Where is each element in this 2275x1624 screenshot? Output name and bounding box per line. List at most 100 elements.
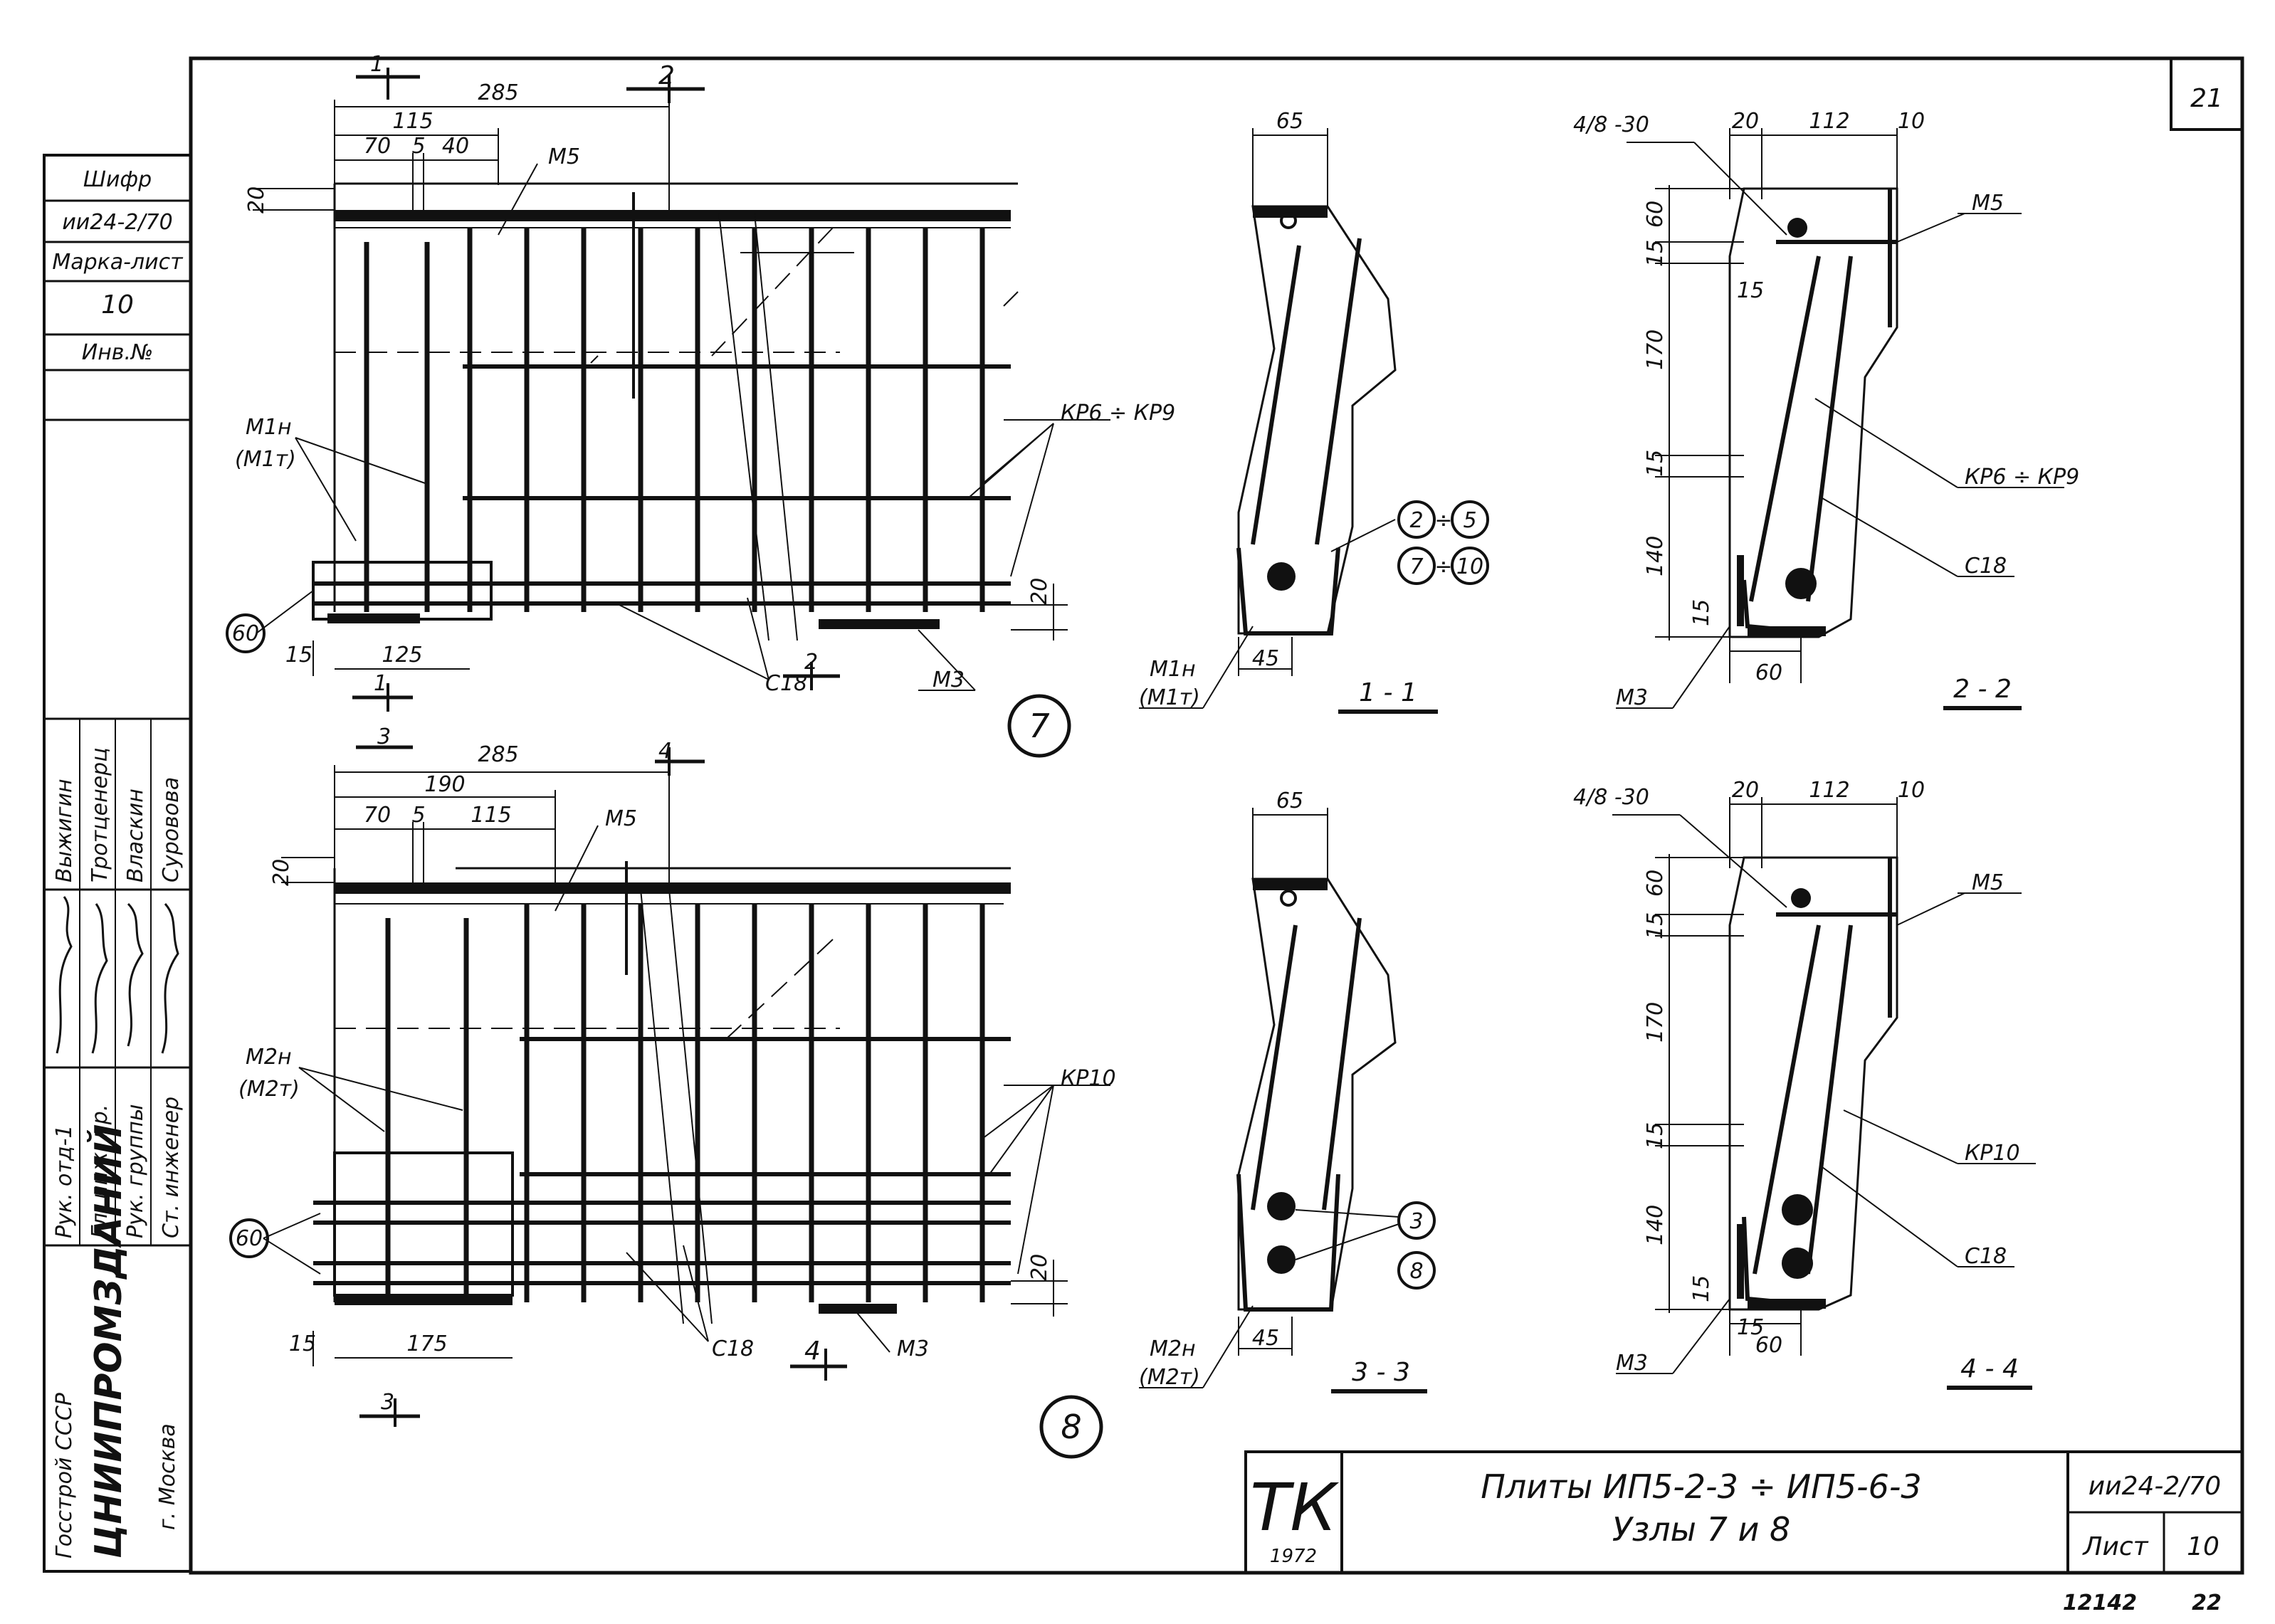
role-1: Рук. отд-1 <box>52 1124 77 1238</box>
section-2-2 <box>1616 128 2064 710</box>
node7-label-m3: М3 <box>932 668 965 692</box>
section-2-2-dim-140: 140 <box>1643 536 1668 576</box>
node7-label-60: 60 <box>232 621 259 646</box>
inv-label: Инв.№ <box>82 340 153 365</box>
node8-callout-60 <box>229 1218 269 1258</box>
section-3-3-label-m2: М2н <box>1150 1336 1196 1361</box>
section-4-4-label-m3: М3 <box>1616 1351 1648 1376</box>
section-2-2-dim-112: 112 <box>1809 109 1849 134</box>
section-1-1-title: 1 - 1 <box>1359 678 1417 707</box>
node8-label-kp: КР10 <box>1061 1066 1116 1091</box>
section-4-4-dim-15a: 15 <box>1643 912 1668 939</box>
node7-label-m1: М1н <box>246 415 292 440</box>
cipher-label: Шифр <box>83 167 152 192</box>
node7-cut-1-top: 1 <box>370 52 384 77</box>
node8-stirrups <box>385 904 985 1302</box>
node8-dim-5: 5 <box>411 803 425 828</box>
section-2-2-dim-10: 10 <box>1898 109 1925 134</box>
node7-dim-115: 115 <box>392 109 433 134</box>
node8-label-m3: М3 <box>897 1336 929 1361</box>
node8-dim-20-right: 20 <box>1027 1254 1052 1281</box>
section-4-4 <box>1612 797 2036 1390</box>
section-4-4-dim-15b: 15 <box>1643 1122 1668 1149</box>
node7-dim-20-right: 20 <box>1027 578 1052 605</box>
node7-dim-70: 70 <box>364 134 391 159</box>
section-2-2-frac: 4/8 -30 <box>1573 112 1649 137</box>
name-3: Власкин <box>123 789 148 882</box>
section-4-4-label-m5: М5 <box>1972 870 2004 895</box>
section-1-1-label-m1: М1н <box>1150 657 1196 682</box>
node7-dim-15: 15 <box>285 643 312 668</box>
section-1-1-sep-1: ÷ <box>1434 508 1452 533</box>
node7-dim-40: 40 <box>442 134 469 159</box>
title-line-2: Узлы 7 и 8 <box>1612 1510 1791 1549</box>
node7-dim-20-top: 20 <box>244 186 269 213</box>
section-2-2-dim-20: 20 <box>1732 109 1759 134</box>
org-line-2: ЦНИИПРОМЗДАНИЙ <box>87 1124 130 1559</box>
section-2-2-dim-15a: 15 <box>1643 240 1668 267</box>
signatures <box>56 896 179 1054</box>
sheet-value: 10 <box>2187 1532 2219 1561</box>
node7-label-m5: М5 <box>548 144 580 169</box>
section-2-2-dim-15d: 15 <box>1737 278 1764 303</box>
name-4: Суровова <box>159 777 184 882</box>
node8-dim-20-top: 20 <box>269 859 294 886</box>
node7-label-m1t: (М1т) <box>235 447 296 472</box>
role-3: Рук. группы <box>123 1104 148 1238</box>
node8-cut-3-bottom: 3 <box>381 1390 394 1415</box>
tk-logo: ТК <box>1250 1470 1339 1546</box>
section-2-2-dim-60: 60 <box>1643 201 1668 228</box>
section-3-3-dim-45: 45 <box>1252 1326 1279 1351</box>
node8-cut-4-bottom: 4 <box>804 1336 821 1366</box>
name-1: Выжигин <box>52 779 77 882</box>
section-4-4-frac: 4/8 -30 <box>1573 785 1649 810</box>
bottom-left-number: 12142 <box>2063 1591 2137 1615</box>
section-1-1-dim-45: 45 <box>1252 646 1279 671</box>
section-3-3-circle-a: 3 <box>1409 1209 1423 1234</box>
section-2-2-title: 2 - 2 <box>1953 675 2012 704</box>
node8-cut-3-top: 3 <box>377 724 391 749</box>
sheet-label: Лист <box>2081 1532 2148 1561</box>
node7-cut-2-top: 2 <box>658 61 675 90</box>
node7-m3-plate <box>819 619 940 629</box>
node8-label-m5: М5 <box>605 806 637 831</box>
section-4-4-dim-112: 112 <box>1809 778 1849 803</box>
bottom-right-number: 22 <box>2192 1591 2222 1615</box>
node8-cut-4-top: 4 <box>658 739 672 764</box>
section-3-3 <box>1139 808 1436 1393</box>
section-3-3-title: 3 - 3 <box>1352 1358 1410 1387</box>
section-3-3-dim-65: 65 <box>1276 789 1303 813</box>
node7-label-kp: КР6 ÷ КР9 <box>1061 401 1175 426</box>
mark-sheet-label: Марка-лист <box>52 250 184 275</box>
section-4-4-dim-20: 20 <box>1732 778 1759 803</box>
node7-callout-60 <box>226 613 266 653</box>
node7-stirrups <box>364 228 985 612</box>
section-1-1-sep-2: ÷ <box>1434 554 1452 579</box>
section-2-2-dim-15c: 15 <box>1689 599 1714 626</box>
org-line-1: Госстрой СССР <box>52 1392 77 1559</box>
section-4-4-dim-60b: 60 <box>1755 1333 1782 1358</box>
section-3-3-circle-b: 8 <box>1409 1259 1423 1284</box>
node8-id: 8 <box>1061 1408 1081 1446</box>
node8-label-c18: С18 <box>712 1336 754 1361</box>
role-4: Ст. инженер <box>159 1097 184 1238</box>
node8-label-60: 60 <box>236 1226 263 1251</box>
section-4-4-label-c18: С18 <box>1965 1244 2007 1269</box>
section-4-4-dim-15c: 15 <box>1689 1275 1714 1302</box>
node8-id-circle <box>1039 1395 1103 1459</box>
section-1-1-circle-d: 10 <box>1456 554 1483 579</box>
title-block: ТК 1972 Плиты ИП5-2-3 ÷ ИП5-6-3 Узлы 7 и… <box>1244 1450 2244 1574</box>
section-4-4-dim-10: 10 <box>1898 778 1925 803</box>
node7-dim-125: 125 <box>382 643 422 668</box>
node-8-plan <box>229 745 1110 1459</box>
node8-dim-70: 70 <box>364 803 391 828</box>
section-2-2-label-m5: М5 <box>1972 191 2004 216</box>
section-4-4-dim-60: 60 <box>1643 870 1668 897</box>
side-stamp: Шифр ии24-2/70 Марка-лист 10 Инв.№ Рук. … <box>43 154 192 1573</box>
node8-m3-plate <box>819 1304 897 1314</box>
node7-dim-5: 5 <box>411 134 425 159</box>
section-1-1-label-m1t: (М1т) <box>1139 685 1200 710</box>
section-2-2-label-m3: М3 <box>1616 685 1648 710</box>
section-2-2-label-kp: КР6 ÷ КР9 <box>1965 465 2079 490</box>
